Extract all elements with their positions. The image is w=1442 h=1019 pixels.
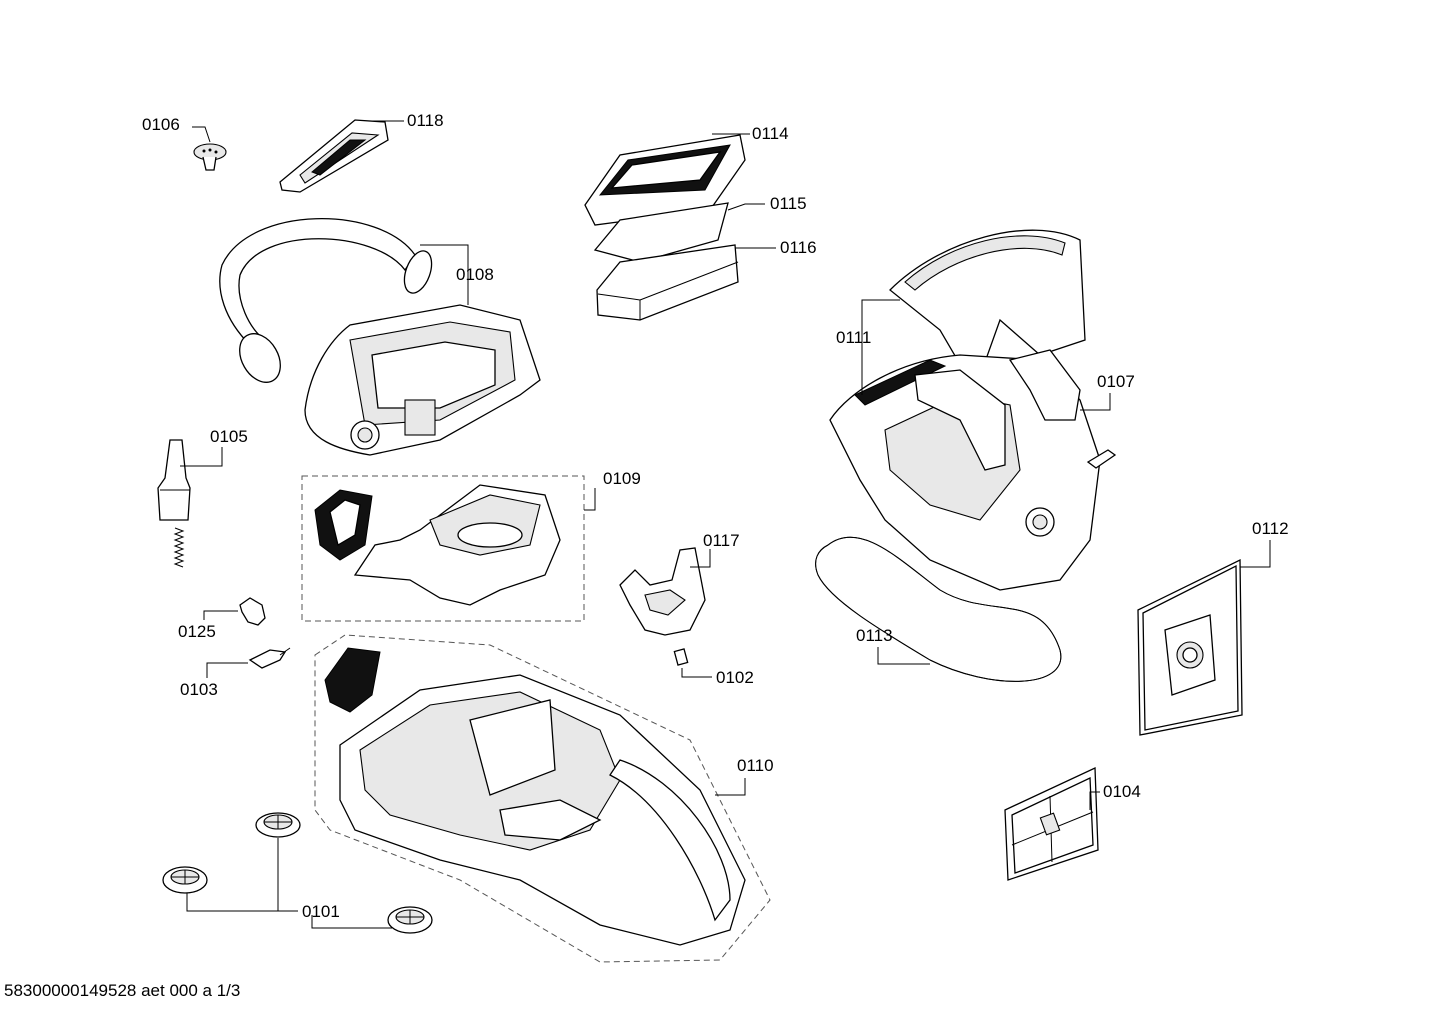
label-0103: 0103: [180, 680, 218, 699]
label-0117: 0117: [703, 531, 740, 550]
leader-0113: [877, 647, 930, 665]
label-0107: 0107: [1097, 372, 1135, 391]
label-0106: 0106: [142, 115, 180, 134]
label-0115: 0115: [770, 194, 807, 213]
label-0108: 0108: [456, 265, 494, 284]
drawing-reference: 58300000149528 aet 000 a 1/3: [4, 981, 241, 1000]
leader-0102: [681, 668, 712, 678]
part-0114-filter-frame: [584, 134, 746, 226]
label-0112: 0112: [1252, 519, 1289, 538]
part-0101-wheel-3: [387, 906, 433, 934]
part-0101-wheel-2: [162, 866, 208, 894]
part-0107-latch: [1086, 449, 1117, 469]
part-0109-motor-mount: [314, 484, 561, 606]
part-0105-pin: [157, 439, 191, 521]
part-spring: [173, 527, 185, 568]
leader-0101-b: [186, 893, 278, 912]
leader-0101-a: [277, 838, 298, 912]
label-0110: 0110: [737, 756, 774, 775]
leader-0107: [1080, 393, 1111, 411]
leader-0105: [180, 447, 223, 467]
label-0109: 0109: [603, 469, 641, 488]
part-0113-seal-inner: [815, 536, 1062, 682]
leader-0109: [584, 488, 596, 511]
part-0104-exhaust-filter: [1004, 766, 1099, 881]
leader-0125: [203, 610, 238, 620]
part-0112-dust-bag: [1137, 558, 1243, 736]
leader-0104: [1089, 791, 1100, 810]
label-0114: 0114: [752, 124, 789, 143]
part-0110-lower-housing: [324, 647, 746, 946]
label-0104: 0104: [1103, 782, 1141, 801]
label-0102: 0102: [716, 668, 754, 687]
group-box-0109: [301, 475, 585, 622]
label-0118: 0118: [407, 111, 444, 130]
label-0105: 0105: [210, 427, 248, 446]
part-0118-handle-cover: [279, 119, 389, 193]
part-0117-bracket: [619, 547, 706, 636]
part-0102-tab: [673, 648, 689, 666]
leader-0117: [690, 549, 711, 568]
part-0101-wheel-1: [255, 812, 301, 838]
label-0111: 0111: [836, 328, 871, 347]
part-0116-filter-foam: [596, 244, 739, 321]
leader-0101-c: [311, 915, 392, 929]
leader-0108: [420, 244, 469, 305]
label-0101: 0101: [302, 902, 340, 921]
part-0106-knob: [193, 143, 227, 171]
part-0108-handle-and-housing: [219, 218, 541, 456]
part-0125-clip: [239, 597, 266, 626]
label-0125: 0125: [178, 622, 216, 641]
leader-0106: [192, 126, 211, 143]
part-0103-latch: [248, 647, 291, 669]
leader-0111: [861, 299, 900, 349]
label-0116: 0116: [780, 238, 817, 257]
label-0113: 0113: [856, 626, 893, 645]
leader-0110: [715, 778, 746, 796]
group-box-0110: [314, 634, 771, 963]
leader-0112: [1240, 540, 1271, 568]
leader-0115: [727, 203, 765, 211]
part-0111-lid: [829, 229, 1101, 591]
leader-0103: [206, 662, 248, 678]
